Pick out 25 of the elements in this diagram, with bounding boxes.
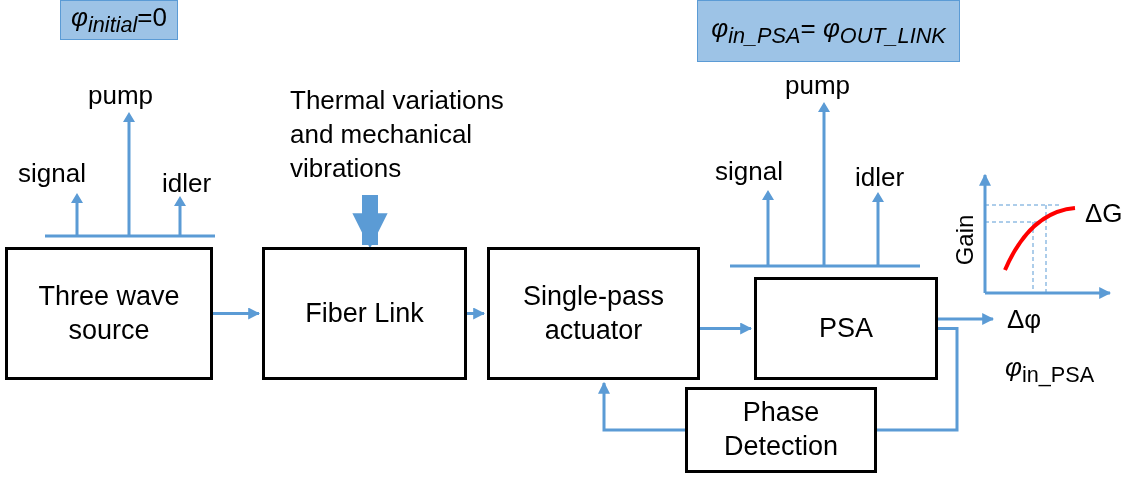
process-box: PSA — [754, 277, 938, 380]
spectrum-label: idler — [162, 168, 212, 199]
spectrum-label: idler — [855, 162, 905, 193]
formula-box: φ$_{in_PSA}$= φ$_{OUT_LINK}$ — [697, 0, 960, 62]
process-box: Phase Detection — [685, 387, 877, 473]
process-box: Three wave source — [5, 247, 213, 380]
thick-arrow — [352, 195, 388, 249]
axis-label: Gain — [951, 214, 980, 266]
arrow — [213, 307, 261, 320]
spectrum-label: signal — [715, 156, 783, 187]
spectrum-label: signal — [18, 158, 86, 189]
arrow — [700, 322, 753, 335]
process-box: Single-pass actuator — [487, 247, 700, 380]
plot-label: ΔG — [1085, 198, 1123, 229]
arrow — [467, 307, 486, 320]
disturbance-text: Thermal variations and mechanical vibrations — [290, 80, 540, 190]
formula-box: φ$_{initial}$=0 — [60, 0, 178, 40]
spectrum-label: pump — [88, 80, 154, 111]
spectrum-label: pump — [785, 70, 851, 101]
process-box: Fiber Link — [262, 247, 467, 380]
arrow — [598, 381, 685, 432]
arrow — [938, 313, 995, 325]
axis-label: Δφ — [996, 302, 1052, 336]
plot-label: φ$_{in_PSA}$ — [1005, 352, 1095, 389]
connector-line — [877, 327, 959, 432]
